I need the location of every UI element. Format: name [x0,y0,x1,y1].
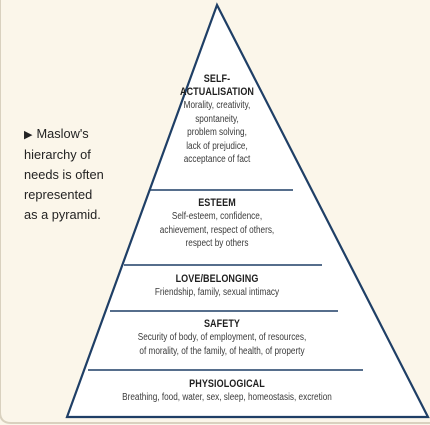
level-description: respect by others [185,238,249,249]
caption-line-5: as a pyramid. [24,207,101,222]
caption-line-4: represented [24,187,93,202]
caption: ▶Maslow's hierarchy of needs is often re… [24,124,136,225]
level-love-belonging: LOVE/BELONGING Friendship, family, sexua… [117,273,317,300]
level-description: Breathing, food, water, sex, sleep, home… [122,392,332,403]
level-description: acceptance of fact [183,154,251,165]
level-title: SAFETY [203,318,241,330]
level-title: ESTEEM [198,197,236,209]
level-title: ACTUALISATION [179,86,255,98]
level-esteem: ESTEEM Self-esteem, confidence, achievem… [137,197,297,251]
level-title: PHYSIOLOGICAL [189,378,265,390]
level-self-actualisation: SELF- ACTUALISATION Morality, creativity… [157,73,277,167]
level-description: achievement, respect of others, [159,224,275,236]
level-description: spontaneity, [195,113,239,125]
triangle-right-icon: ▶ [24,129,33,141]
caption-line-2: hierarchy of [24,147,91,162]
level-description: Morality, creativity, [183,100,251,111]
pyramid-outline [65,2,430,419]
level-description: Friendship, family, sexual intimacy [154,287,280,298]
level-description: lack of prejudice, [186,140,248,152]
level-description: problem solving, [187,127,247,138]
level-title: LOVE/BELONGING [175,273,259,285]
level-safety: SAFETY Security of body, of employment, … [97,318,347,358]
level-physiological: PHYSIOLOGICAL Breathing, food, water, se… [77,378,377,405]
caption-line-1: ▶Maslow's [24,126,89,141]
caption-line-3: needs is often [24,167,104,182]
level-description: Security of body, of employment, of reso… [137,332,307,343]
level-title: SELF- [203,73,231,85]
level-description: Self-esteem, confidence, [171,211,263,222]
level-description: of morality, of the family, of health, o… [139,345,305,357]
